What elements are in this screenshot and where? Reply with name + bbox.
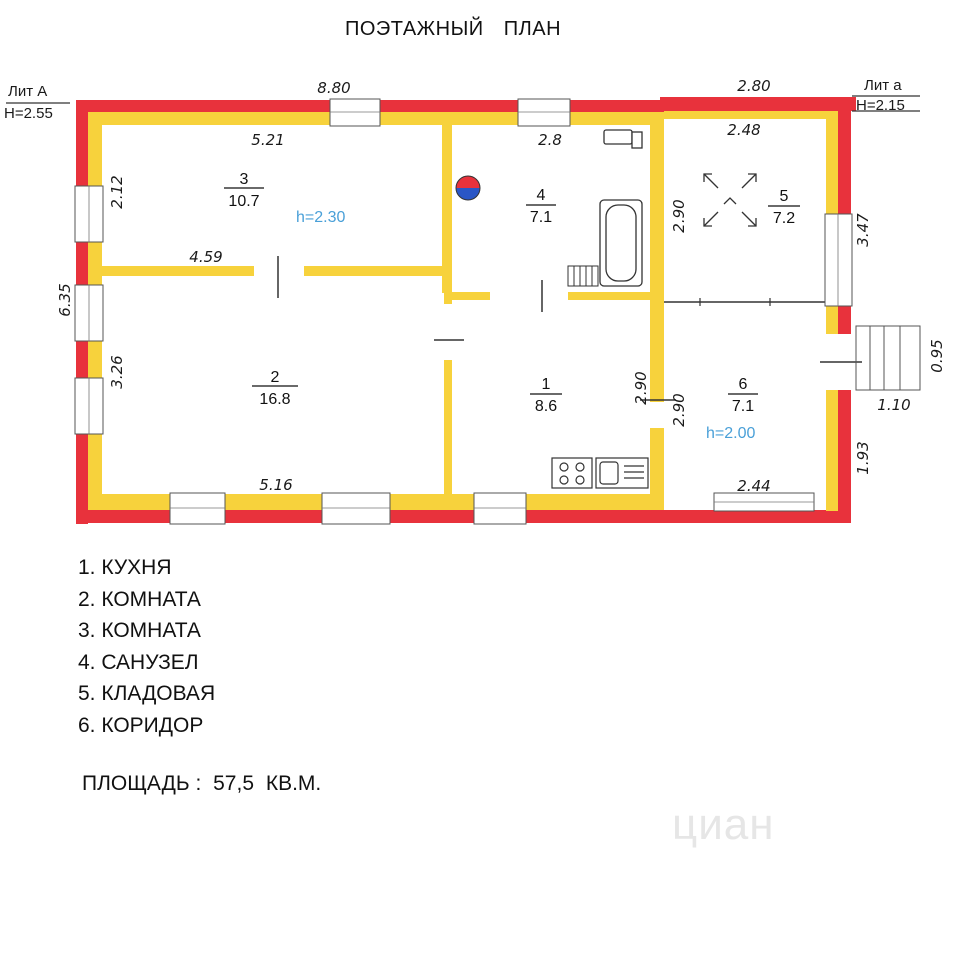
boiler-icon <box>455 175 481 201</box>
outer-wall-top-annex <box>660 97 856 111</box>
room-1-area: 8.6 <box>535 398 557 415</box>
dim-room5-top: 2.48 <box>727 121 760 139</box>
porch-steps <box>855 325 921 391</box>
partition-room3-4 <box>442 125 452 293</box>
window <box>517 98 571 127</box>
lit-a-annex-name: Лит а <box>864 77 902 94</box>
dim-top-main: 8.80 <box>317 79 350 97</box>
legend-item: 5. КЛАДОВАЯ <box>78 682 216 705</box>
total-area: ПЛОЩАДЬ : 57,5 КВ.М. <box>82 772 327 796</box>
window <box>824 213 853 307</box>
plan-title: ПОЭТАЖНЫЙ ПЛАН <box>344 18 562 40</box>
legend-item: 4. САНУЗЕЛ <box>78 650 199 674</box>
room-6-area: 7.1 <box>732 398 754 415</box>
dim-room2-bottom: 5.16 <box>259 476 292 494</box>
window <box>169 492 226 525</box>
dimension-ticks <box>6 95 920 306</box>
dim-room4-top: 2.8 <box>538 131 562 149</box>
room-1-number: 1 <box>542 376 551 393</box>
lit-a-main-name: Лит А <box>8 83 47 100</box>
legend-item: 2. КОМНАТА <box>78 587 201 611</box>
dim-room6-bottom: 2.44 <box>737 477 770 495</box>
room-4-area: 7.1 <box>530 209 552 226</box>
dim-porch-width: 0.95 <box>928 339 946 372</box>
room-5-number: 5 <box>780 188 789 205</box>
outer-wall-right <box>838 97 851 523</box>
room-2-number: 2 <box>271 369 280 386</box>
dim-room2-left: 3.26 <box>108 355 126 388</box>
lit-a-annex-height: H=2.15 <box>856 97 905 114</box>
door-room4 <box>490 289 568 303</box>
door-room3 <box>254 263 304 279</box>
dim-top-annex: 2.80 <box>737 77 770 95</box>
dim-room3-left: 2.12 <box>108 175 126 208</box>
outer-wall-top <box>76 100 846 112</box>
partition-main-annex <box>650 112 664 510</box>
dim-room3-bottom: 4.59 <box>189 248 222 266</box>
room-legend: 1. КУХНЯ 2. КОМНАТА 3. КОМНАТА 4. САНУЗЕ… <box>78 552 215 741</box>
legend-item: 6. КОРИДОР <box>78 713 204 737</box>
sink-icon <box>595 457 649 489</box>
window <box>473 492 527 525</box>
windows <box>74 98 853 525</box>
room-6-number: 6 <box>739 376 748 393</box>
dim-total-left: 6.35 <box>56 283 74 316</box>
room-2-area: 16.8 <box>259 391 290 408</box>
dim-room6-left: 2.90 <box>670 393 688 426</box>
dim-room1-right: 2.90 <box>632 371 650 404</box>
dim-room3-top: 5.21 <box>251 131 284 149</box>
annex-wall-right <box>826 111 838 511</box>
watermark: циан <box>672 800 775 849</box>
bathtub-icon <box>599 199 643 287</box>
lit-a-main-height: H=2.55 <box>4 105 53 122</box>
total-area-value: 57,5 <box>213 772 254 795</box>
legend-item: 1. КУХНЯ <box>78 556 172 579</box>
window <box>329 98 381 127</box>
total-area-label: ПЛОЩАДЬ : <box>82 772 202 795</box>
room-4-number: 4 <box>537 187 546 204</box>
legend-item: 3. КОМНАТА <box>78 619 201 642</box>
dim-room4-right: 2.90 <box>670 199 688 232</box>
storage-marker-icon <box>703 173 757 227</box>
window-lines <box>88 111 839 509</box>
stove-icon <box>551 457 593 489</box>
dim-annex-right-lower: 1.93 <box>854 441 872 474</box>
dim-annex-right-upper: 3.47 <box>854 213 872 247</box>
fraction-lines <box>224 187 800 395</box>
dim-porch-depth: 1.10 <box>877 396 910 414</box>
outer-wall-bottom <box>76 510 846 523</box>
radiator-icon <box>567 265 599 287</box>
door-room2 <box>441 304 455 360</box>
toilet-icon <box>603 129 643 149</box>
annex-wall-top <box>664 111 838 119</box>
total-area-unit: КВ.М. <box>265 772 322 795</box>
window <box>321 492 391 525</box>
room-3-area: 10.7 <box>228 193 259 210</box>
ceiling-height-main: h=2.30 <box>296 209 345 226</box>
partition-room2-1 <box>444 278 452 494</box>
room-3-number: 3 <box>240 171 249 188</box>
ceiling-height-annex: h=2.00 <box>706 425 755 442</box>
floor-plan: 3 10.7 4 7.1 5 7.2 2 16.8 1 8.6 6 7.1 h=… <box>4 77 946 525</box>
room-5-area: 7.2 <box>773 210 795 227</box>
door-room6 <box>647 402 667 428</box>
